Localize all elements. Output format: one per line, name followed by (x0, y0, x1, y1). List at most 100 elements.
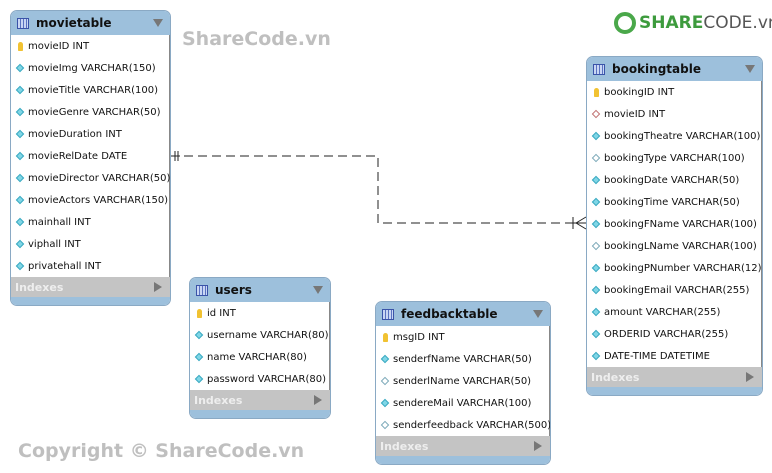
logo-text: CODE.vn (703, 13, 772, 33)
expand-arrow-icon[interactable] (314, 395, 322, 405)
indexes-section[interactable]: Indexes (11, 277, 170, 297)
indexes-section[interactable]: Indexes (587, 367, 762, 387)
foreign-key-icon (591, 109, 601, 119)
expand-arrow-icon[interactable] (154, 282, 162, 292)
column-row[interactable]: bookingTheatre VARCHAR(100) (587, 125, 761, 147)
column-row[interactable]: bookingDate VARCHAR(50) (587, 169, 761, 191)
column-row[interactable]: sendereMail VARCHAR(100) (376, 392, 549, 414)
column-row[interactable]: bookingPNumber VARCHAR(12) (587, 257, 762, 279)
collapse-arrow-icon[interactable] (745, 65, 755, 73)
indexes-label: Indexes (194, 393, 243, 407)
not-null-column-icon (591, 285, 601, 295)
column-row[interactable]: bookingFName VARCHAR(100) (587, 213, 761, 235)
indexes-section[interactable]: Indexes (190, 390, 330, 410)
column-label: movieDirector VARCHAR(50) (28, 172, 171, 184)
column-row[interactable]: movieActors VARCHAR(150) (11, 189, 169, 211)
column-row[interactable]: senderlName VARCHAR(50) (376, 370, 549, 392)
column-label: mainhall INT (28, 216, 91, 228)
column-label: movieRelDate DATE (28, 150, 128, 162)
column-row[interactable]: bookingTime VARCHAR(50) (587, 191, 761, 213)
relationship-line[interactable] (170, 155, 586, 224)
table-icon (196, 284, 208, 296)
indexes-section[interactable]: Indexes (376, 436, 550, 456)
table-title: bookingtable (612, 62, 701, 76)
watermark-top: ShareCode.vn (182, 28, 331, 50)
column-row[interactable]: movieDuration INT (11, 123, 169, 145)
column-row[interactable]: movieTitle VARCHAR(100) (11, 79, 169, 101)
table-users[interactable]: users id INT username VARCHAR(80) name VAR… (189, 277, 331, 419)
column-label: amount VARCHAR(255) (604, 306, 721, 318)
column-row[interactable]: id INT (190, 302, 329, 324)
column-row[interactable]: password VARCHAR(80) (190, 368, 329, 390)
not-null-column-icon (591, 351, 601, 361)
column-row[interactable]: movieRelDate DATE (11, 145, 169, 167)
column-label: bookingLName VARCHAR(100) (604, 240, 757, 252)
collapse-arrow-icon[interactable] (153, 19, 163, 27)
column-label: bookingTheatre VARCHAR(100) (604, 130, 761, 142)
column-row[interactable]: msgID INT (376, 326, 549, 348)
table-icon (382, 308, 394, 320)
not-null-column-icon (380, 354, 390, 364)
table-title: movietable (36, 16, 112, 30)
column-row[interactable]: senderfName VARCHAR(50) (376, 348, 549, 370)
not-null-column-icon (15, 173, 25, 183)
column-row[interactable]: movieID INT (11, 35, 169, 57)
column-row[interactable]: ORDERID VARCHAR(255) (587, 323, 761, 345)
table-footer (587, 387, 762, 395)
column-row[interactable]: mainhall INT (11, 211, 169, 233)
column-row[interactable]: movieImg VARCHAR(150) (11, 57, 169, 79)
table-header[interactable]: feedbacktable (376, 302, 550, 326)
not-null-column-icon (591, 175, 601, 185)
expand-arrow-icon[interactable] (534, 441, 542, 451)
table-header[interactable]: users (190, 278, 330, 302)
not-null-column-icon (15, 107, 25, 117)
table-icon (17, 17, 29, 29)
column-label: bookingTime VARCHAR(50) (604, 196, 740, 208)
column-label: movieGenre VARCHAR(50) (28, 106, 161, 118)
nullable-column-icon (380, 420, 390, 430)
table-bookingtable[interactable]: bookingtable bookingID INT movieID INT boo… (586, 56, 763, 396)
collapse-arrow-icon[interactable] (313, 286, 323, 294)
column-row[interactable]: amount VARCHAR(255) (587, 301, 761, 323)
column-label: id INT (207, 307, 236, 319)
column-label: bookingPNumber VARCHAR(12) (604, 262, 762, 274)
column-row[interactable]: movieID INT (587, 103, 761, 125)
column-row[interactable]: DATE-TIME DATETIME (587, 345, 761, 367)
table-title: feedbacktable (401, 307, 498, 321)
expand-arrow-icon[interactable] (746, 372, 754, 382)
collapse-arrow-icon[interactable] (533, 310, 543, 318)
logo-icon (614, 12, 636, 34)
column-row[interactable]: bookingType VARCHAR(100) (587, 147, 761, 169)
column-row[interactable]: privatehall INT (11, 255, 169, 277)
not-null-column-icon (194, 374, 204, 384)
column-row[interactable]: viphall INT (11, 233, 169, 255)
column-label: password VARCHAR(80) (207, 373, 326, 385)
primary-key-icon (194, 308, 204, 318)
column-row[interactable]: username VARCHAR(80) (190, 324, 329, 346)
table-header[interactable]: movietable (11, 11, 170, 35)
one-mandatory-marker (170, 151, 180, 161)
column-row[interactable]: bookingLName VARCHAR(100) (587, 235, 761, 257)
column-row[interactable]: name VARCHAR(80) (190, 346, 329, 368)
not-null-column-icon (591, 219, 601, 229)
not-null-column-icon (15, 85, 25, 95)
column-row[interactable]: bookingID INT (587, 81, 761, 103)
column-row[interactable]: movieDirector VARCHAR(50) (11, 167, 171, 189)
table-icon (593, 63, 605, 75)
table-movietable[interactable]: movietable movieID INT movieImg VARCHAR(1… (10, 10, 171, 306)
not-null-column-icon (591, 307, 601, 317)
not-null-column-icon (194, 352, 204, 362)
column-row[interactable]: senderfeedback VARCHAR(500) (376, 414, 551, 436)
primary-key-icon (380, 332, 390, 342)
column-label: name VARCHAR(80) (207, 351, 307, 363)
column-row[interactable]: movieGenre VARCHAR(50) (11, 101, 169, 123)
column-label: senderfeedback VARCHAR(500) (393, 419, 551, 431)
table-header[interactable]: bookingtable (587, 57, 762, 81)
column-label: movieID INT (604, 108, 666, 120)
column-row[interactable]: bookingEmail VARCHAR(255) (587, 279, 761, 301)
table-footer (376, 456, 550, 464)
primary-key-icon (591, 87, 601, 97)
column-label: movieImg VARCHAR(150) (28, 62, 156, 74)
